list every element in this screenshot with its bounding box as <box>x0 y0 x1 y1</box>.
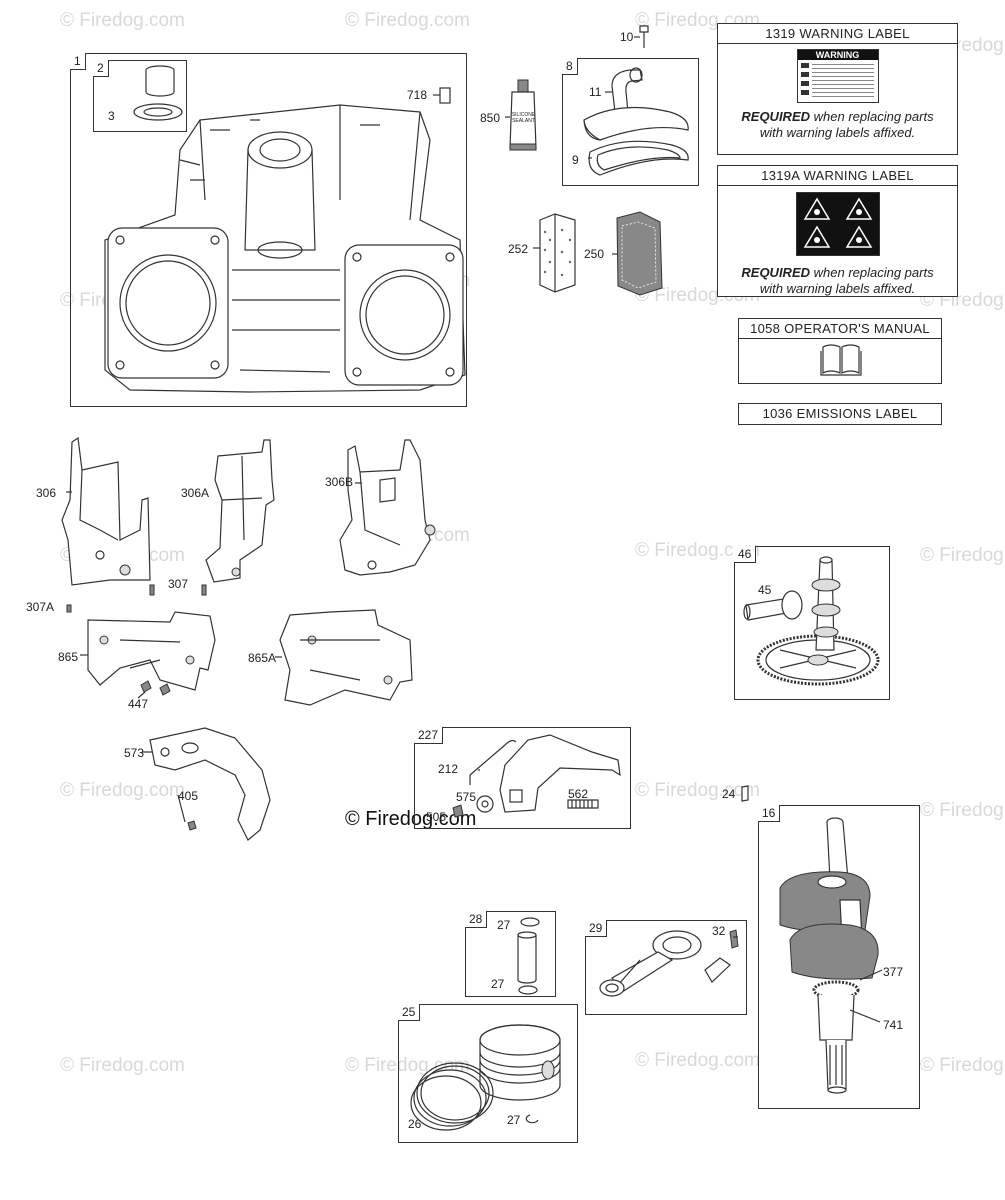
warning-label-a-box: 1319A WARNING LABEL REQUIRED when replac… <box>717 165 958 297</box>
part-number-865a: 865A <box>248 651 277 665</box>
box-number-28: 28 <box>465 911 488 928</box>
piston-pin-box <box>465 911 556 997</box>
sealant-label: SILICONE SEALANT <box>511 112 536 124</box>
part-number-306: 306 <box>36 486 57 500</box>
part-number-32: 32 <box>712 924 726 938</box>
part-number-27: 27 <box>497 918 511 932</box>
box-number-2: 2 <box>93 60 109 77</box>
part-number-447: 447 <box>128 697 149 711</box>
cylinder-assembly-box <box>70 53 467 407</box>
watermark: © Firedog.com <box>920 800 1005 821</box>
part-number-10: 10 <box>620 30 634 44</box>
warning-triangle-icon <box>803 197 872 248</box>
part-number-45: 45 <box>758 583 772 597</box>
warning-required-line2: with warning labels affixed. <box>759 125 916 140</box>
warning-icons <box>800 63 809 99</box>
warning-label-a-title: 1319A WARNING LABEL <box>718 166 957 186</box>
watermark: © Firedog.com <box>635 540 760 561</box>
watermark-main: © Firedog.com <box>345 808 477 830</box>
warning-required-text: REQUIRED when replacing parts <box>741 109 934 124</box>
part-number-741: 741 <box>883 1018 904 1032</box>
emissions-label-title: 1036 EMISSIONS LABEL <box>762 406 918 421</box>
watermark: © Firedog.com <box>920 1055 1005 1076</box>
box-number-25: 25 <box>398 1004 421 1021</box>
part-number-306a: 306A <box>181 486 210 500</box>
part-number-718: 718 <box>407 88 428 102</box>
box-number-29: 29 <box>585 920 608 937</box>
watermark: © Firedog.com <box>345 10 470 31</box>
manual-label-box: 1058 OPERATOR'S MANUAL <box>738 318 942 384</box>
warning-label-box: 1319 WARNING LABEL WARNING REQUIRED when… <box>717 23 958 155</box>
part-number-252: 252 <box>508 242 529 256</box>
part-number-3: 3 <box>108 109 115 123</box>
emissions-label-box: 1036 EMISSIONS LABEL <box>738 403 942 425</box>
watermark: © Firedog.com <box>635 780 760 801</box>
camshaft-box <box>734 546 890 700</box>
crankshaft-box <box>758 805 920 1109</box>
part-number-26: 26 <box>408 1117 422 1131</box>
warning-sticker: WARNING <box>796 49 879 103</box>
part-number-27: 27 <box>491 977 505 991</box>
watermark: © Firedog.com <box>60 10 185 31</box>
part-number-865: 865 <box>58 650 79 664</box>
warning-label-title: 1319 WARNING LABEL <box>718 24 957 44</box>
warning-text-lines <box>811 64 874 98</box>
piston-box <box>398 1004 578 1143</box>
box-number-227: 227 <box>414 727 444 744</box>
watermark: © Firedog.com <box>635 1050 760 1071</box>
part-number-573: 573 <box>124 746 145 760</box>
part-number-11: 11 <box>589 85 602 99</box>
part-number-27: 27 <box>507 1113 521 1127</box>
manual-label-title: 1058 OPERATOR'S MANUAL <box>739 319 941 339</box>
part-number-212: 212 <box>438 762 459 776</box>
connecting-rod-box <box>585 920 747 1015</box>
watermark: © Firedog.com <box>60 1055 185 1076</box>
box-number-16: 16 <box>758 805 781 822</box>
part-number-306b: 306B <box>325 475 354 489</box>
part-number-307: 307 <box>168 577 189 591</box>
book-icon <box>820 344 862 376</box>
breather-box <box>562 58 699 186</box>
part-number-307a: 307A <box>26 600 55 614</box>
part-number-250: 250 <box>584 247 605 261</box>
part-number-24: 24 <box>722 787 736 801</box>
part-number-562: 562 <box>568 787 589 801</box>
box-number-46: 46 <box>734 546 757 563</box>
part-number-505: 505 <box>426 810 447 824</box>
warning-a-required-text: REQUIRED when replacing parts <box>741 265 934 280</box>
warning-a-required-line2: with warning labels affixed. <box>759 281 916 296</box>
part-number-377: 377 <box>883 965 904 979</box>
warning-sticker-head: WARNING <box>797 50 878 60</box>
part-number-575: 575 <box>456 790 477 804</box>
watermark: © Firedog.com <box>920 545 1005 566</box>
box-number-1: 1 <box>70 53 86 70</box>
watermark: © Firedog.com <box>60 780 185 801</box>
part-number-405: 405 <box>178 789 199 803</box>
box-number-8: 8 <box>562 58 578 75</box>
part-number-850: 850 <box>480 111 501 125</box>
governor-box <box>414 727 631 829</box>
bushing-box <box>93 60 187 132</box>
part-number-9: 9 <box>572 153 579 167</box>
warning-pictogram-sticker <box>795 192 880 256</box>
